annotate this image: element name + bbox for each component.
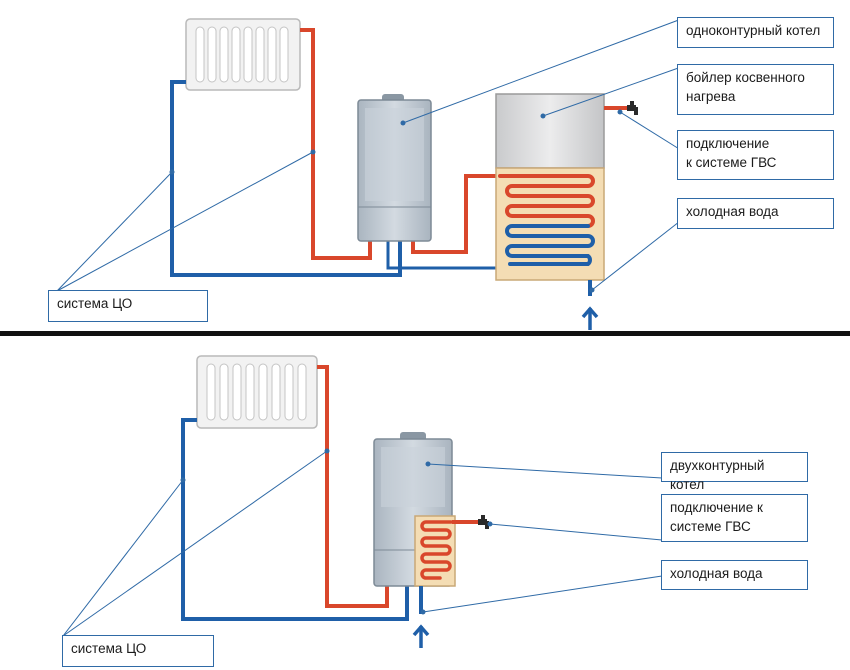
label-top-heating-system: система ЦО bbox=[48, 290, 208, 322]
label-bottom-heating-system-text: система ЦО bbox=[71, 641, 147, 656]
bottom-leader-boiler bbox=[427, 463, 663, 479]
top-leader-boiler bbox=[402, 17, 685, 124]
bottom-heat-exchanger bbox=[414, 515, 456, 587]
label-top-heating-system-text: система ЦО bbox=[57, 296, 133, 311]
top-dot-heat-1 bbox=[169, 169, 175, 175]
label-bottom-dhw-connection-line1: подключение к bbox=[670, 500, 763, 515]
top-single-circuit-boiler bbox=[357, 94, 432, 242]
top-cold-water-arrow-icon bbox=[581, 306, 599, 330]
label-bottom-cold-water: холодная вода bbox=[661, 560, 808, 590]
label-top-cold-water-text: холодная вода bbox=[686, 204, 779, 219]
top-radiator bbox=[185, 18, 301, 91]
label-top-dhw-connection: подключение к системе ГВС bbox=[677, 130, 834, 180]
label-indirect-water-heater-line1: бойлер косвенного bbox=[686, 70, 805, 85]
bottom-scheme bbox=[62, 355, 663, 648]
bottom-cold-water-arrow-icon bbox=[412, 624, 430, 648]
top-leader-heat-1 bbox=[56, 171, 173, 292]
top-leader-cold bbox=[591, 217, 685, 291]
bottom-leader-heat-1 bbox=[62, 479, 184, 637]
top-cold-return-pipe bbox=[170, 80, 402, 277]
bottom-dot-cold bbox=[420, 609, 426, 615]
label-indirect-water-heater-line2: нагрева bbox=[686, 89, 736, 104]
top-dot-boiler bbox=[400, 120, 406, 126]
top-tank-coil-cold bbox=[505, 224, 595, 266]
bottom-dot-dhw bbox=[487, 521, 493, 527]
label-top-dhw-connection-line2: к системе ГВС bbox=[686, 155, 777, 170]
bottom-leader-dhw bbox=[489, 523, 663, 541]
section-divider bbox=[0, 331, 850, 336]
label-single-circuit-boiler: одноконтурный котел bbox=[677, 17, 834, 48]
top-dot-tank bbox=[540, 113, 546, 119]
bottom-dot-heat-1 bbox=[180, 477, 186, 483]
bottom-hot-supply-pipe bbox=[317, 365, 389, 608]
top-dot-cold bbox=[589, 287, 595, 293]
label-bottom-heating-system: система ЦО bbox=[62, 635, 214, 667]
top-tank-coil bbox=[498, 174, 595, 228]
bottom-radiator bbox=[196, 355, 318, 429]
top-dot-heat-2 bbox=[310, 149, 316, 155]
bottom-dot-heat-2 bbox=[324, 448, 330, 454]
top-hot-supply-pipe bbox=[300, 28, 372, 260]
label-bottom-dhw-connection-line2: системе ГВС bbox=[670, 519, 751, 534]
bottom-tap-icon bbox=[478, 515, 489, 529]
label-bottom-dhw-connection: подключение к системе ГВС bbox=[661, 494, 808, 542]
top-hot-tank-pipe bbox=[411, 174, 500, 254]
top-scheme bbox=[56, 17, 685, 330]
top-leader-tank bbox=[542, 65, 685, 117]
top-dot-dhw bbox=[617, 109, 623, 115]
bottom-cold-return-pipe bbox=[181, 418, 409, 621]
bottom-exchanger-coil bbox=[420, 520, 453, 580]
bottom-dot-boiler bbox=[425, 461, 431, 467]
label-top-cold-water: холодная вода bbox=[677, 198, 834, 229]
bottom-leader-heat-2 bbox=[62, 450, 328, 637]
top-indirect-water-heater bbox=[495, 93, 605, 281]
top-leader-heat-2 bbox=[56, 151, 314, 292]
top-leader-dhw bbox=[619, 111, 685, 153]
bottom-leader-cold bbox=[422, 575, 663, 613]
label-double-circuit-boiler: двухконтурный котел bbox=[661, 452, 808, 492]
label-bottom-cold-water-text: холодная вода bbox=[670, 566, 763, 581]
label-top-dhw-connection-line1: подключение bbox=[686, 136, 770, 151]
label-double-circuit-boiler-text: двухконтурный котел bbox=[670, 458, 765, 492]
label-indirect-water-heater: бойлер косвенного нагрева bbox=[677, 64, 834, 115]
label-single-circuit-boiler-text: одноконтурный котел bbox=[686, 23, 821, 38]
top-tap-icon bbox=[627, 101, 638, 115]
